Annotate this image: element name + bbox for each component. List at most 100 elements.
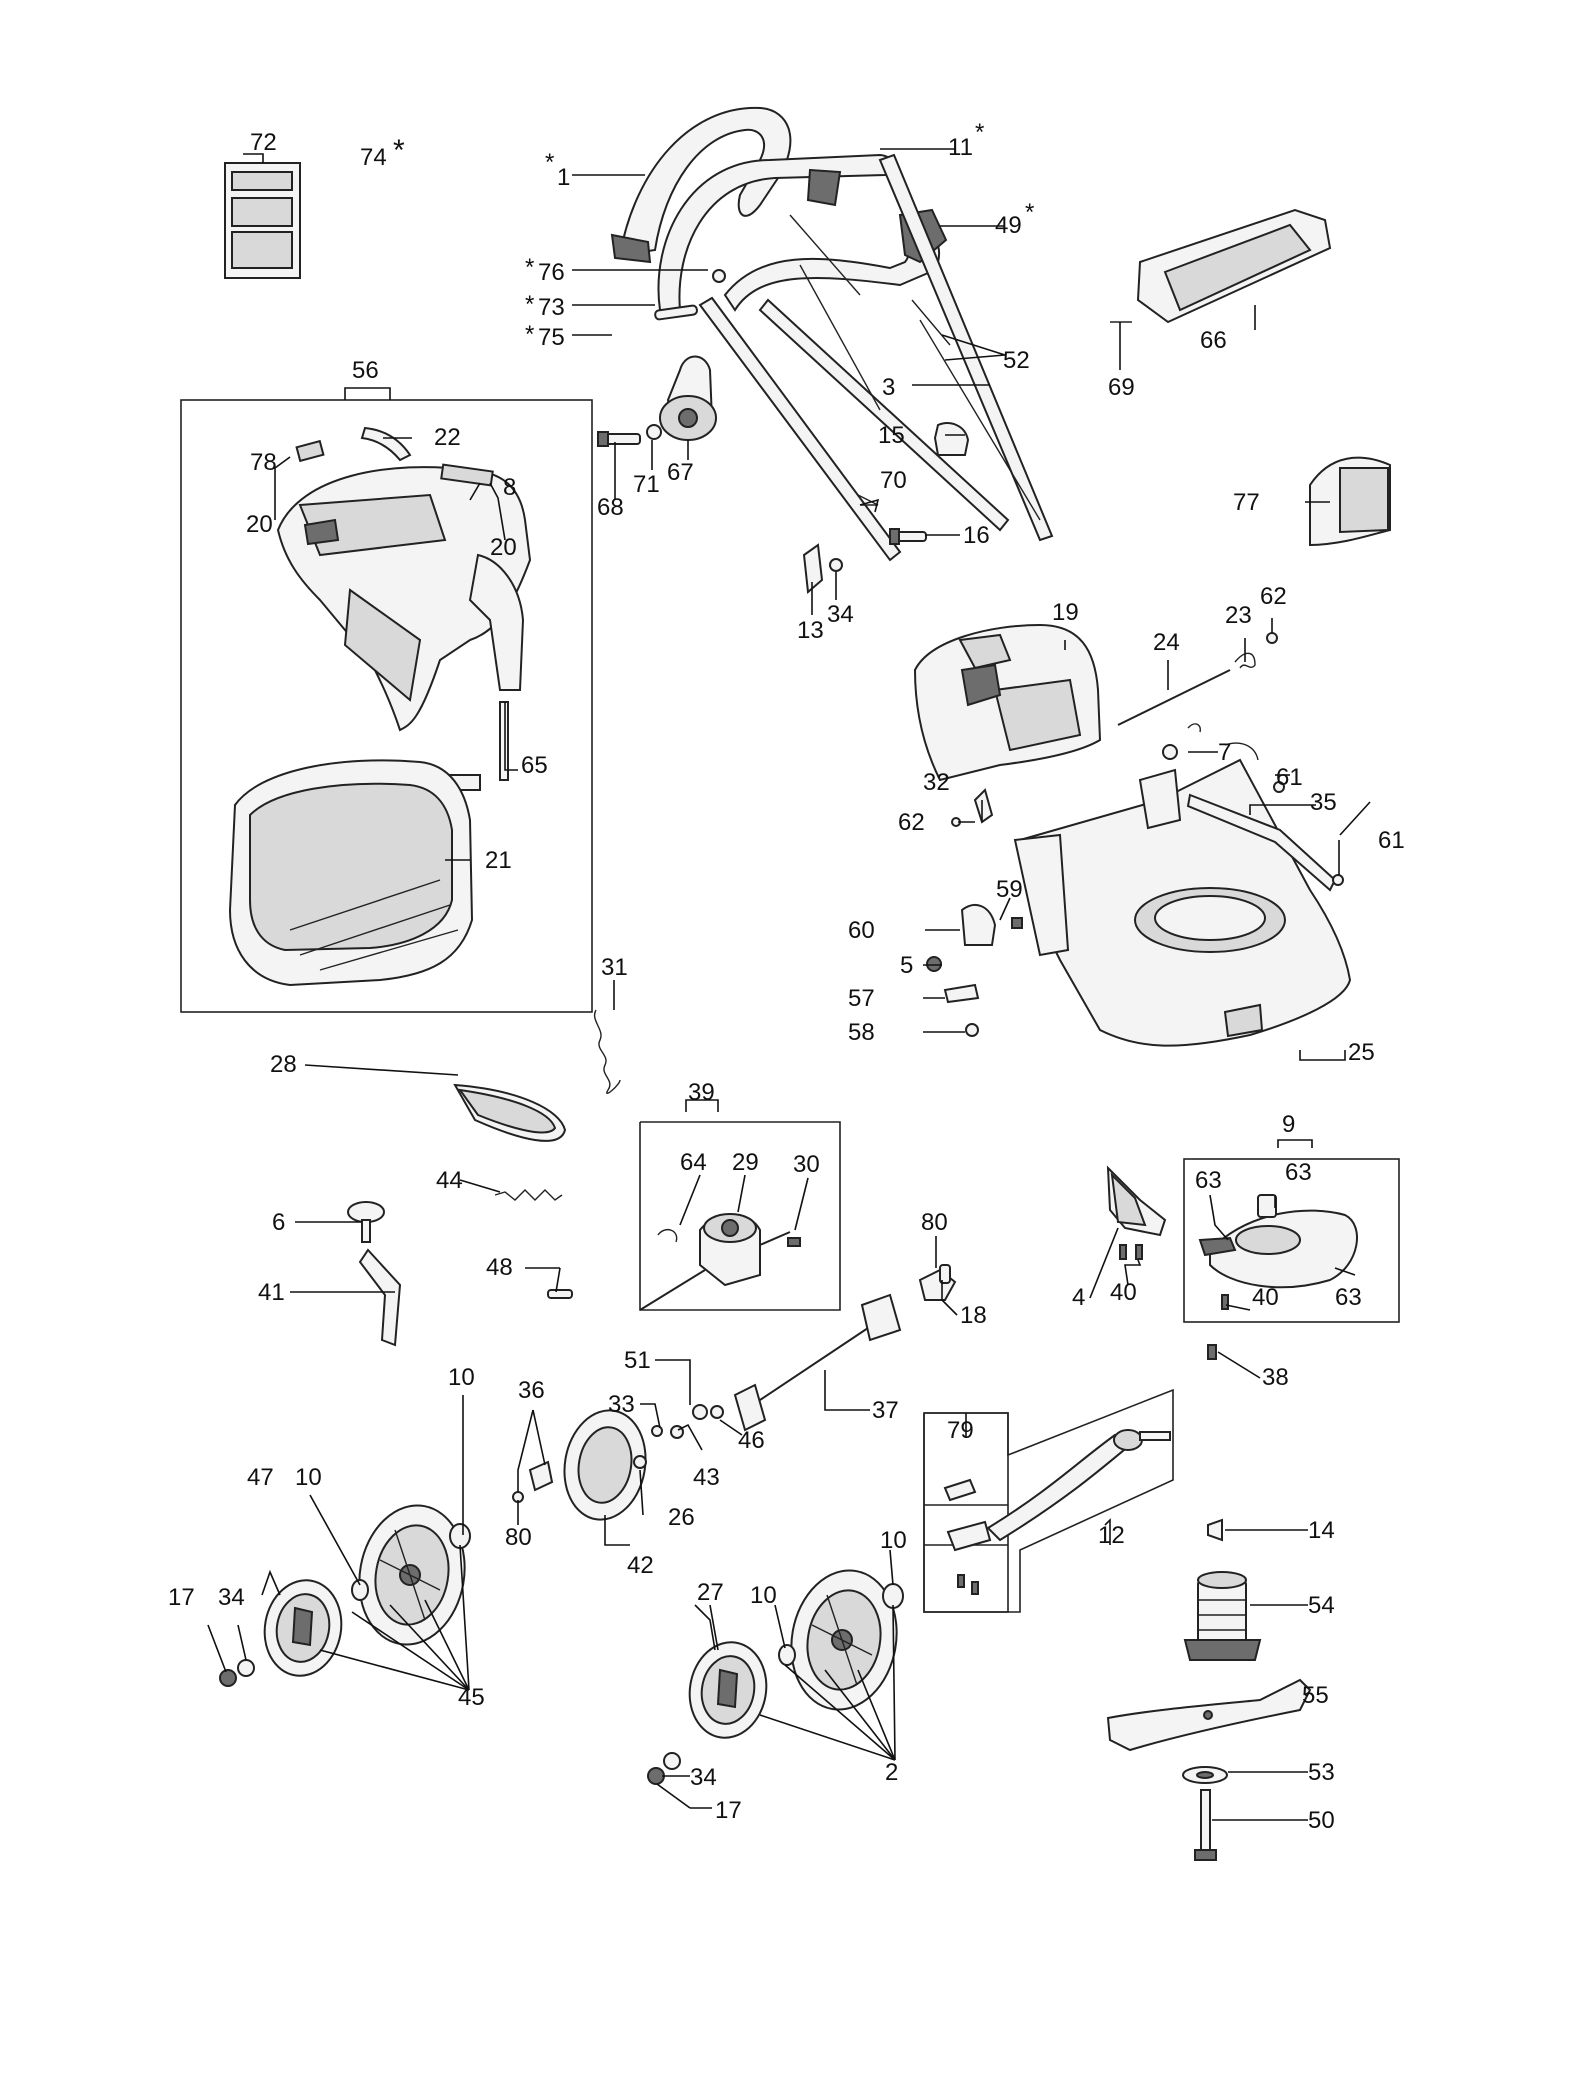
callout: 68 bbox=[597, 494, 624, 521]
callout: 47 bbox=[247, 1464, 274, 1491]
asterisk-mark: * bbox=[525, 321, 534, 348]
callout: 40 bbox=[1252, 1284, 1279, 1311]
callout: 59 bbox=[996, 876, 1023, 903]
callout: 58 bbox=[848, 1019, 875, 1046]
callout: 7 bbox=[1218, 739, 1231, 766]
callout: 48 bbox=[486, 1254, 513, 1281]
callout: 60 bbox=[848, 917, 875, 944]
callout: 1 bbox=[557, 164, 570, 191]
callout: 44 bbox=[436, 1167, 463, 1194]
callout: 35 bbox=[1310, 789, 1337, 816]
callout: 34 bbox=[827, 601, 854, 628]
callout: 4 bbox=[1072, 1284, 1085, 1311]
leader-lines bbox=[207, 148, 1371, 1821]
callout: 63 bbox=[1335, 1284, 1362, 1311]
callout: 63 bbox=[1285, 1159, 1312, 1186]
callout: 77 bbox=[1233, 489, 1260, 516]
callout: 15 bbox=[878, 422, 905, 449]
asterisk-mark: * bbox=[393, 134, 405, 167]
callout: 27 bbox=[697, 1579, 724, 1606]
hub-wheel-right bbox=[688, 1641, 768, 1739]
callout: 9 bbox=[1282, 1111, 1295, 1138]
label-sheet-72 bbox=[224, 162, 301, 279]
callout: 11 bbox=[948, 134, 973, 161]
callout: 45 bbox=[458, 1684, 485, 1711]
callout: 24 bbox=[1153, 629, 1180, 656]
front-wheel-right bbox=[790, 1569, 898, 1711]
callout: 20 bbox=[246, 511, 273, 538]
callout: 28 bbox=[270, 1051, 297, 1078]
callout: 50 bbox=[1308, 1807, 1335, 1834]
callout: 61 bbox=[1276, 764, 1303, 791]
callout: 33 bbox=[608, 1391, 635, 1418]
callout: 41 bbox=[258, 1279, 285, 1306]
callout: 29 bbox=[732, 1149, 759, 1176]
callout: 5 bbox=[900, 952, 913, 979]
callout: 39 bbox=[688, 1079, 715, 1106]
callout: 43 bbox=[693, 1464, 720, 1491]
callout: 19 bbox=[1052, 599, 1079, 626]
callout: 66 bbox=[1200, 327, 1227, 354]
callout: 37 bbox=[872, 1397, 899, 1424]
hub-wheel-left bbox=[263, 1579, 343, 1677]
callout: 54 bbox=[1308, 1592, 1335, 1619]
callout: 17 bbox=[168, 1584, 195, 1611]
callout: 64 bbox=[680, 1149, 707, 1176]
height-adjuster-group-12 bbox=[923, 1388, 1174, 1613]
wheel-42-disk bbox=[563, 1409, 647, 1521]
callout: 70 bbox=[880, 467, 907, 494]
callout: 10 bbox=[880, 1527, 907, 1554]
callout: 13 bbox=[797, 617, 824, 644]
callout: 34 bbox=[690, 1764, 717, 1791]
callout: 52 bbox=[1003, 347, 1030, 374]
callout: 26 bbox=[668, 1504, 695, 1531]
callout: 22 bbox=[434, 424, 461, 451]
callout: 32 bbox=[923, 769, 950, 796]
callout: 79 bbox=[947, 1417, 974, 1444]
callout: 18 bbox=[960, 1302, 987, 1329]
cutter-deck-25 bbox=[1013, 758, 1352, 1047]
callout: 23 bbox=[1225, 602, 1252, 629]
callout: 57 bbox=[848, 985, 875, 1012]
asterisk-mark: * bbox=[525, 254, 534, 281]
callout: 73 bbox=[538, 294, 565, 321]
callout: 74 bbox=[360, 144, 387, 171]
callout: 40 bbox=[1110, 1279, 1137, 1306]
callout: 65 bbox=[521, 752, 548, 779]
handle-hardware bbox=[597, 269, 970, 594]
callout: 62 bbox=[1260, 583, 1287, 610]
callout: 49 bbox=[995, 212, 1022, 239]
callout: 67 bbox=[667, 459, 694, 486]
blade-boss-54 bbox=[1183, 1571, 1262, 1661]
handle-assembly bbox=[610, 106, 1054, 562]
callout: 16 bbox=[963, 522, 990, 549]
callout: 80 bbox=[505, 1524, 532, 1551]
callout: 21 bbox=[485, 847, 512, 874]
callout: 61 bbox=[1378, 827, 1405, 854]
callout: 55 bbox=[1302, 1682, 1329, 1709]
callout: 80 bbox=[921, 1209, 948, 1236]
callout: 6 bbox=[272, 1209, 285, 1236]
grass-catcher-group bbox=[180, 399, 593, 1013]
callout: 78 bbox=[250, 449, 277, 476]
callout: 34 bbox=[218, 1584, 245, 1611]
callout: 17 bbox=[715, 1797, 742, 1824]
callout: 3 bbox=[882, 374, 895, 401]
engine-cover-19 bbox=[913, 623, 1102, 782]
blade-adapter-group-9 bbox=[1183, 1158, 1400, 1323]
callout: 69 bbox=[1108, 374, 1135, 401]
callout: 31 bbox=[601, 954, 628, 981]
callout: 42 bbox=[627, 1552, 654, 1579]
callout: 10 bbox=[295, 1464, 322, 1491]
callout: 56 bbox=[352, 357, 379, 384]
callout: 71 bbox=[633, 471, 660, 498]
callout: 12 bbox=[1098, 1522, 1125, 1549]
callout: 53 bbox=[1308, 1759, 1335, 1786]
callout: 8 bbox=[503, 474, 516, 501]
callout: 14 bbox=[1308, 1517, 1335, 1544]
callout-labels: 72 74 1 11 49 76 73 75 52 3 66 69 56 22 … bbox=[168, 129, 1405, 1834]
callout: 63 bbox=[1195, 1167, 1222, 1194]
callout: 30 bbox=[793, 1151, 820, 1178]
callout: 25 bbox=[1348, 1039, 1375, 1066]
